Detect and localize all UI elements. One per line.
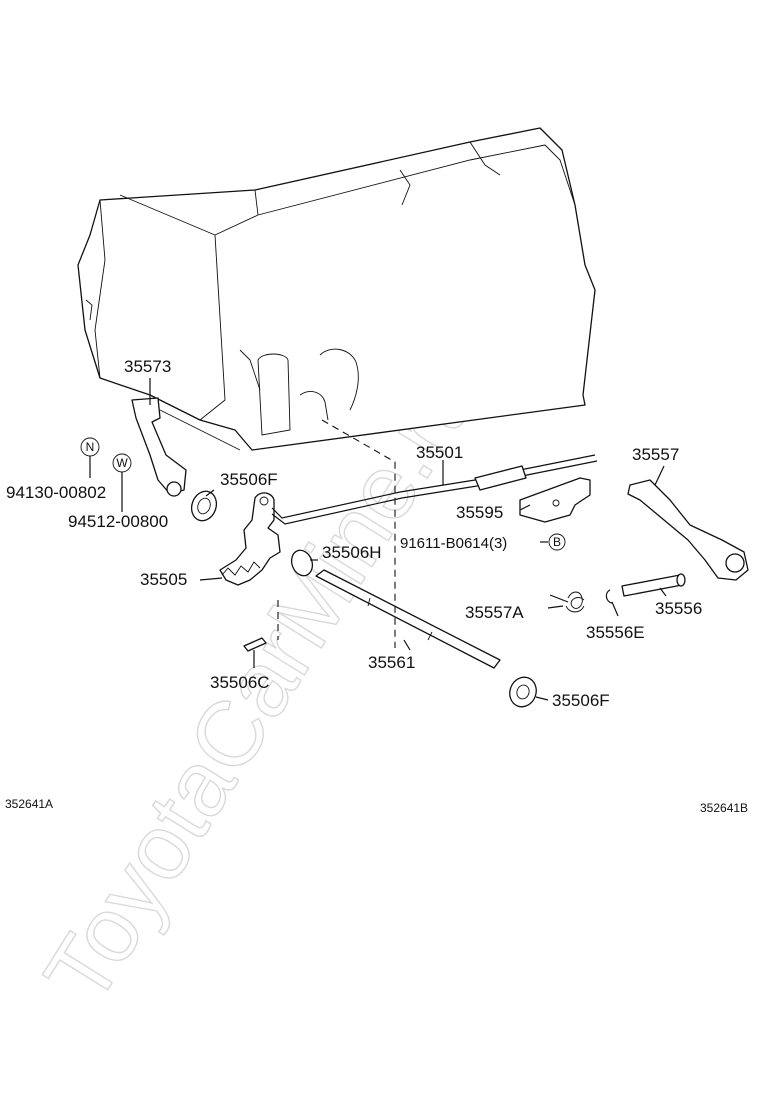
part-35561-shaft [315, 569, 501, 669]
part-35595-bracket [519, 477, 591, 523]
marker-b: B [540, 533, 566, 551]
transmission-case [77, 127, 596, 451]
label-35501: 35501 [416, 443, 463, 462]
marker-w: W [112, 453, 132, 473]
label-35556: 35556 [655, 599, 702, 618]
label-35573: 35573 [124, 357, 171, 376]
label-35595: 35595 [456, 503, 503, 522]
label-35561: 35561 [368, 653, 415, 672]
part-35573-bracket [131, 392, 241, 497]
part-35556e-clip [605, 589, 613, 604]
part-35501-rod [271, 454, 598, 525]
label-35557: 35557 [632, 445, 679, 464]
label-35557a: 35557A [465, 603, 524, 622]
label-35556e: 35556E [586, 623, 645, 642]
part-35556-pin [621, 573, 686, 597]
marker-b-letter: B [553, 535, 561, 549]
label-35506f-right: 35506F [552, 691, 610, 710]
label-35506f-left: 35506F [220, 470, 278, 489]
label-94130-00802: 94130-00802 [6, 483, 106, 502]
label-91611-b0614: 91611-B0614(3) [400, 535, 507, 552]
label-35505: 35505 [140, 570, 187, 589]
part-35506f-seal-left [190, 490, 218, 522]
footer-code-left: 352641A [5, 797, 53, 811]
part-35505-detent-lever [219, 492, 281, 586]
label-35506h: 35506H [322, 543, 382, 562]
label-94512-00800: 94512-00800 [68, 512, 168, 531]
part-35557a-spring [549, 591, 585, 613]
part-35506c-pin [243, 637, 267, 652]
alignment-lines [277, 419, 396, 648]
footer-code-right: 352641B [700, 801, 748, 815]
label-35506c: 35506C [210, 673, 270, 692]
part-35557-lever [627, 479, 749, 581]
marker-w-letter: W [116, 456, 128, 470]
part-35506f-seal-right [509, 676, 537, 708]
marker-n: N [80, 437, 100, 457]
marker-n-letter: N [86, 440, 95, 454]
leader-lines [89, 378, 667, 701]
